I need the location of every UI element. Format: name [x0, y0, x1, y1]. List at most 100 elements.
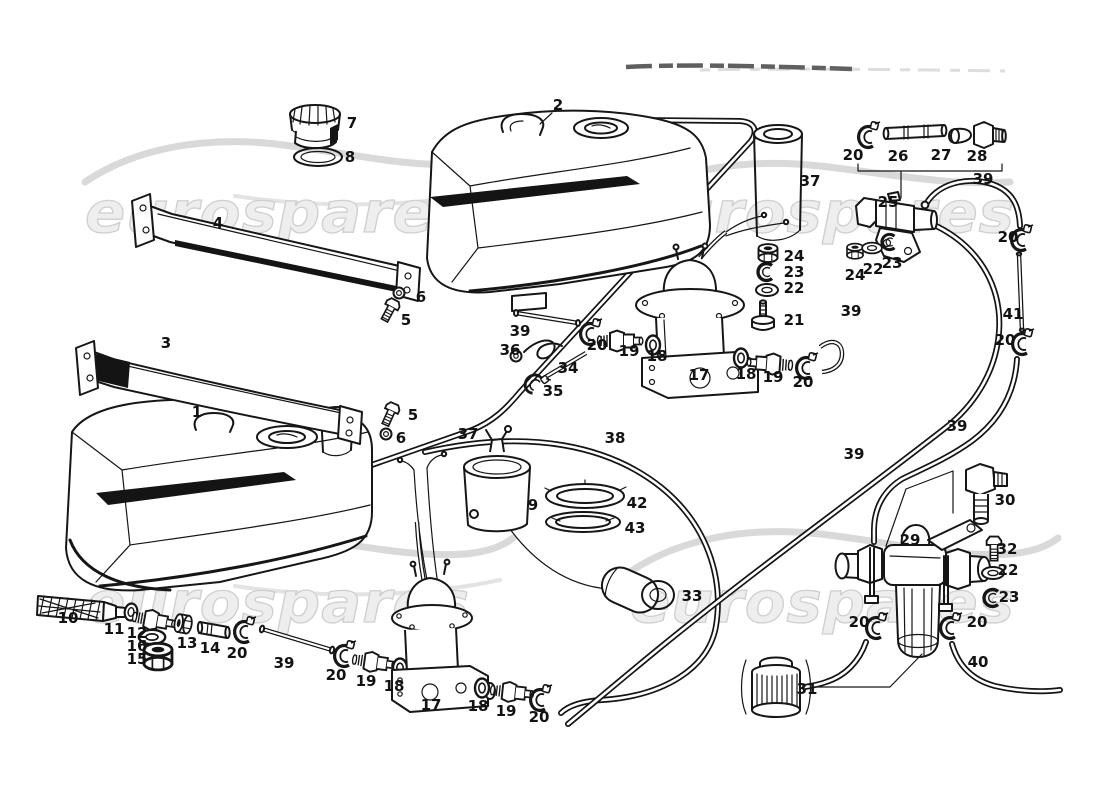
filter-assembly-29: [802, 463, 1063, 695]
part-label-28: 28: [967, 147, 988, 165]
part-label-22: 22: [998, 561, 1019, 579]
part-label-32: 32: [997, 540, 1018, 558]
hose-to-filter: [871, 356, 1020, 545]
bolt-5-washer-6-upper: [377, 286, 406, 325]
part-label-18: 18: [468, 697, 489, 715]
part-label-20: 20: [843, 146, 864, 164]
part-label-2: 2: [553, 96, 563, 114]
part-label-42: 42: [627, 494, 648, 512]
part-label-19: 19: [763, 368, 784, 386]
part-label-27: 27: [931, 146, 952, 164]
part-label-22: 22: [863, 260, 884, 278]
part-label-43: 43: [625, 519, 646, 537]
check-valve-25: [846, 191, 938, 263]
part-label-18: 18: [647, 347, 668, 365]
hose-39-top-right: [920, 177, 1023, 229]
tube-14: [196, 621, 231, 639]
part-label-26: 26: [888, 147, 909, 165]
part-label-37: 37: [458, 425, 479, 443]
tank-strap-3: [75, 340, 363, 445]
plug-28: [973, 121, 1007, 149]
pipe-39-short: [513, 309, 581, 327]
part-label-38: 38: [605, 429, 626, 447]
part-label-9: 9: [528, 496, 538, 514]
tube-39-long: [258, 624, 336, 655]
tube-26: [882, 124, 948, 140]
bolt-5-washer-6-lower: [378, 400, 402, 441]
part-label-39: 39: [844, 445, 865, 463]
part-label-6: 6: [396, 429, 406, 447]
part-label-23: 23: [882, 254, 903, 272]
part-label-20: 20: [849, 613, 870, 631]
part-label-18: 18: [384, 677, 405, 695]
grommet-33: [641, 580, 675, 610]
fuel-cap-7: [289, 104, 341, 150]
part-label-31: 31: [797, 680, 818, 698]
part-label-4: 4: [213, 214, 223, 232]
part-label-14: 14: [200, 639, 221, 657]
part-label-33: 33: [682, 587, 703, 605]
part-label-20: 20: [967, 613, 988, 631]
clamp-20-pump-right: [529, 682, 554, 713]
part-label-19: 19: [619, 342, 640, 360]
gasket-43: [545, 511, 621, 533]
scan-smudge-mark: [625, 63, 1006, 73]
nut-13: [172, 612, 194, 636]
fuel-sender-9: [463, 425, 660, 614]
part-label-20: 20: [587, 336, 608, 354]
part-label-19: 19: [356, 672, 377, 690]
hose-38: [422, 438, 721, 716]
part-label-39: 39: [947, 417, 968, 435]
part-label-17: 17: [689, 366, 710, 384]
part-label-5: 5: [401, 311, 411, 329]
part-label-41: 41: [1003, 305, 1024, 323]
cap-seal-8: [293, 147, 343, 167]
part-label-1: 1: [192, 403, 202, 421]
hardware-column: [751, 243, 779, 331]
elbow-30: [965, 463, 1008, 525]
part-label-20: 20: [227, 644, 248, 662]
part-label-6: 6: [416, 288, 426, 306]
clamp-20-right-lower: [1011, 326, 1036, 357]
fitting-19-pump-right: [488, 679, 536, 706]
part-label-16: 16: [127, 637, 148, 655]
group-bracket: [857, 163, 1003, 199]
tank-2-filler-neck: [753, 124, 803, 241]
part-label-12: 12: [127, 624, 148, 642]
part-label-20: 20: [326, 666, 347, 684]
cap-knurling: [292, 105, 336, 126]
part-label-20: 20: [793, 373, 814, 391]
part-label-35: 35: [543, 382, 564, 400]
part-label-36: 36: [500, 341, 521, 359]
nut-15: [142, 641, 174, 672]
fuel-pump-17-upper: [579, 211, 845, 399]
tank-2-drain-tab: [511, 292, 547, 312]
part-label-23: 23: [999, 588, 1020, 606]
part-label-13: 13: [177, 634, 198, 652]
cone-27: [948, 127, 972, 144]
part-label-20: 20: [998, 228, 1019, 246]
part-label-3: 3: [161, 334, 171, 352]
part-label-21: 21: [784, 311, 805, 329]
part-label-24: 24: [845, 266, 866, 284]
part-label-40: 40: [968, 653, 989, 671]
part-label-30: 30: [995, 491, 1016, 509]
part-label-17: 17: [421, 696, 442, 714]
part-label-7: 7: [347, 114, 357, 132]
part-label-34: 34: [558, 359, 579, 377]
part-label-11: 11: [104, 620, 125, 638]
bolt-21: [751, 299, 775, 331]
part-label-5: 5: [408, 406, 418, 424]
bolt-left: [869, 547, 875, 597]
part-label-20: 20: [529, 708, 550, 726]
part-label-23: 23: [784, 263, 805, 281]
tube-41: [1015, 251, 1026, 333]
fittings-group-top-right: [857, 119, 1007, 199]
washer-18-pump-right: [473, 677, 491, 699]
cartridge-pleats: [756, 673, 798, 715]
part-label-24: 24: [784, 247, 805, 265]
tank-1-vent-pipe: [193, 412, 235, 433]
filter-bowl: [895, 584, 941, 658]
bolt-right: [943, 555, 949, 605]
